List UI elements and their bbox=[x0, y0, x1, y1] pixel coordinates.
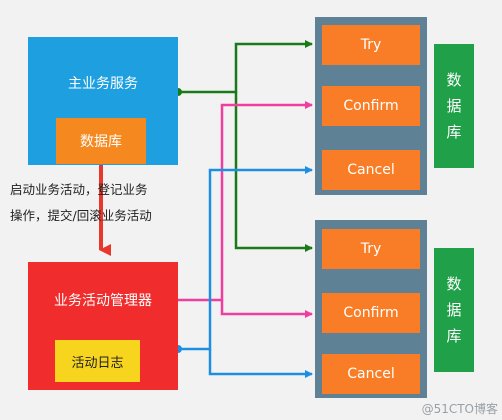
group2-try-box: Try bbox=[322, 229, 420, 269]
group2-try-label: Try bbox=[360, 241, 382, 257]
description-line-2: 操作，提交/回滚业务活动 bbox=[10, 208, 152, 223]
group1-cancel-box: Cancel bbox=[322, 150, 420, 190]
activity-manager-label: 业务活动管理器 bbox=[54, 293, 152, 309]
main-service-label: 主业务服务 bbox=[68, 76, 138, 92]
group2-confirm-label: Confirm bbox=[343, 305, 399, 321]
try-arrow-group2 bbox=[234, 92, 313, 252]
group1-confirm-box: Confirm bbox=[322, 86, 420, 126]
confirm-arrow-group1 bbox=[178, 101, 313, 302]
cancel-arrow-group2 bbox=[208, 349, 313, 378]
flow-description: 启动业务活动，登记业务 操作，提交/回滚业务活动 bbox=[10, 177, 240, 229]
confirm-arrow-group2 bbox=[220, 300, 313, 318]
main-database-box: 数据库 bbox=[56, 118, 146, 164]
watermark: @51CTO博客 bbox=[421, 402, 498, 416]
group2-cancel-box: Cancel bbox=[322, 354, 420, 394]
group2-confirm-box: Confirm bbox=[322, 293, 420, 333]
group2-cancel-label: Cancel bbox=[347, 366, 395, 382]
main-database-label: 数据库 bbox=[80, 134, 122, 150]
group2-db-char-2: 据 bbox=[446, 301, 462, 319]
group2-db-char-1: 数 bbox=[446, 275, 462, 293]
group1-db-char-1: 数 bbox=[446, 71, 462, 89]
group1-db-char-2: 据 bbox=[446, 97, 462, 115]
cancel-arrow-group1 bbox=[178, 166, 313, 351]
group1-confirm-label: Confirm bbox=[343, 98, 399, 114]
group2-db-char-3: 库 bbox=[446, 327, 462, 345]
group1-try-label: Try bbox=[360, 37, 382, 53]
group2-database-box: 数 据 库 bbox=[434, 248, 474, 372]
activity-log-label: 活动日志 bbox=[71, 355, 124, 371]
group1-try-box: Try bbox=[322, 25, 420, 65]
activity-log-box: 活动日志 bbox=[55, 340, 140, 382]
try-arrow-group1 bbox=[178, 40, 313, 94]
group1-database-box: 数 据 库 bbox=[434, 44, 474, 168]
group1-cancel-label: Cancel bbox=[347, 162, 395, 178]
group1-db-char-3: 库 bbox=[446, 123, 462, 141]
description-line-1: 启动业务活动，登记业务 bbox=[10, 182, 148, 197]
